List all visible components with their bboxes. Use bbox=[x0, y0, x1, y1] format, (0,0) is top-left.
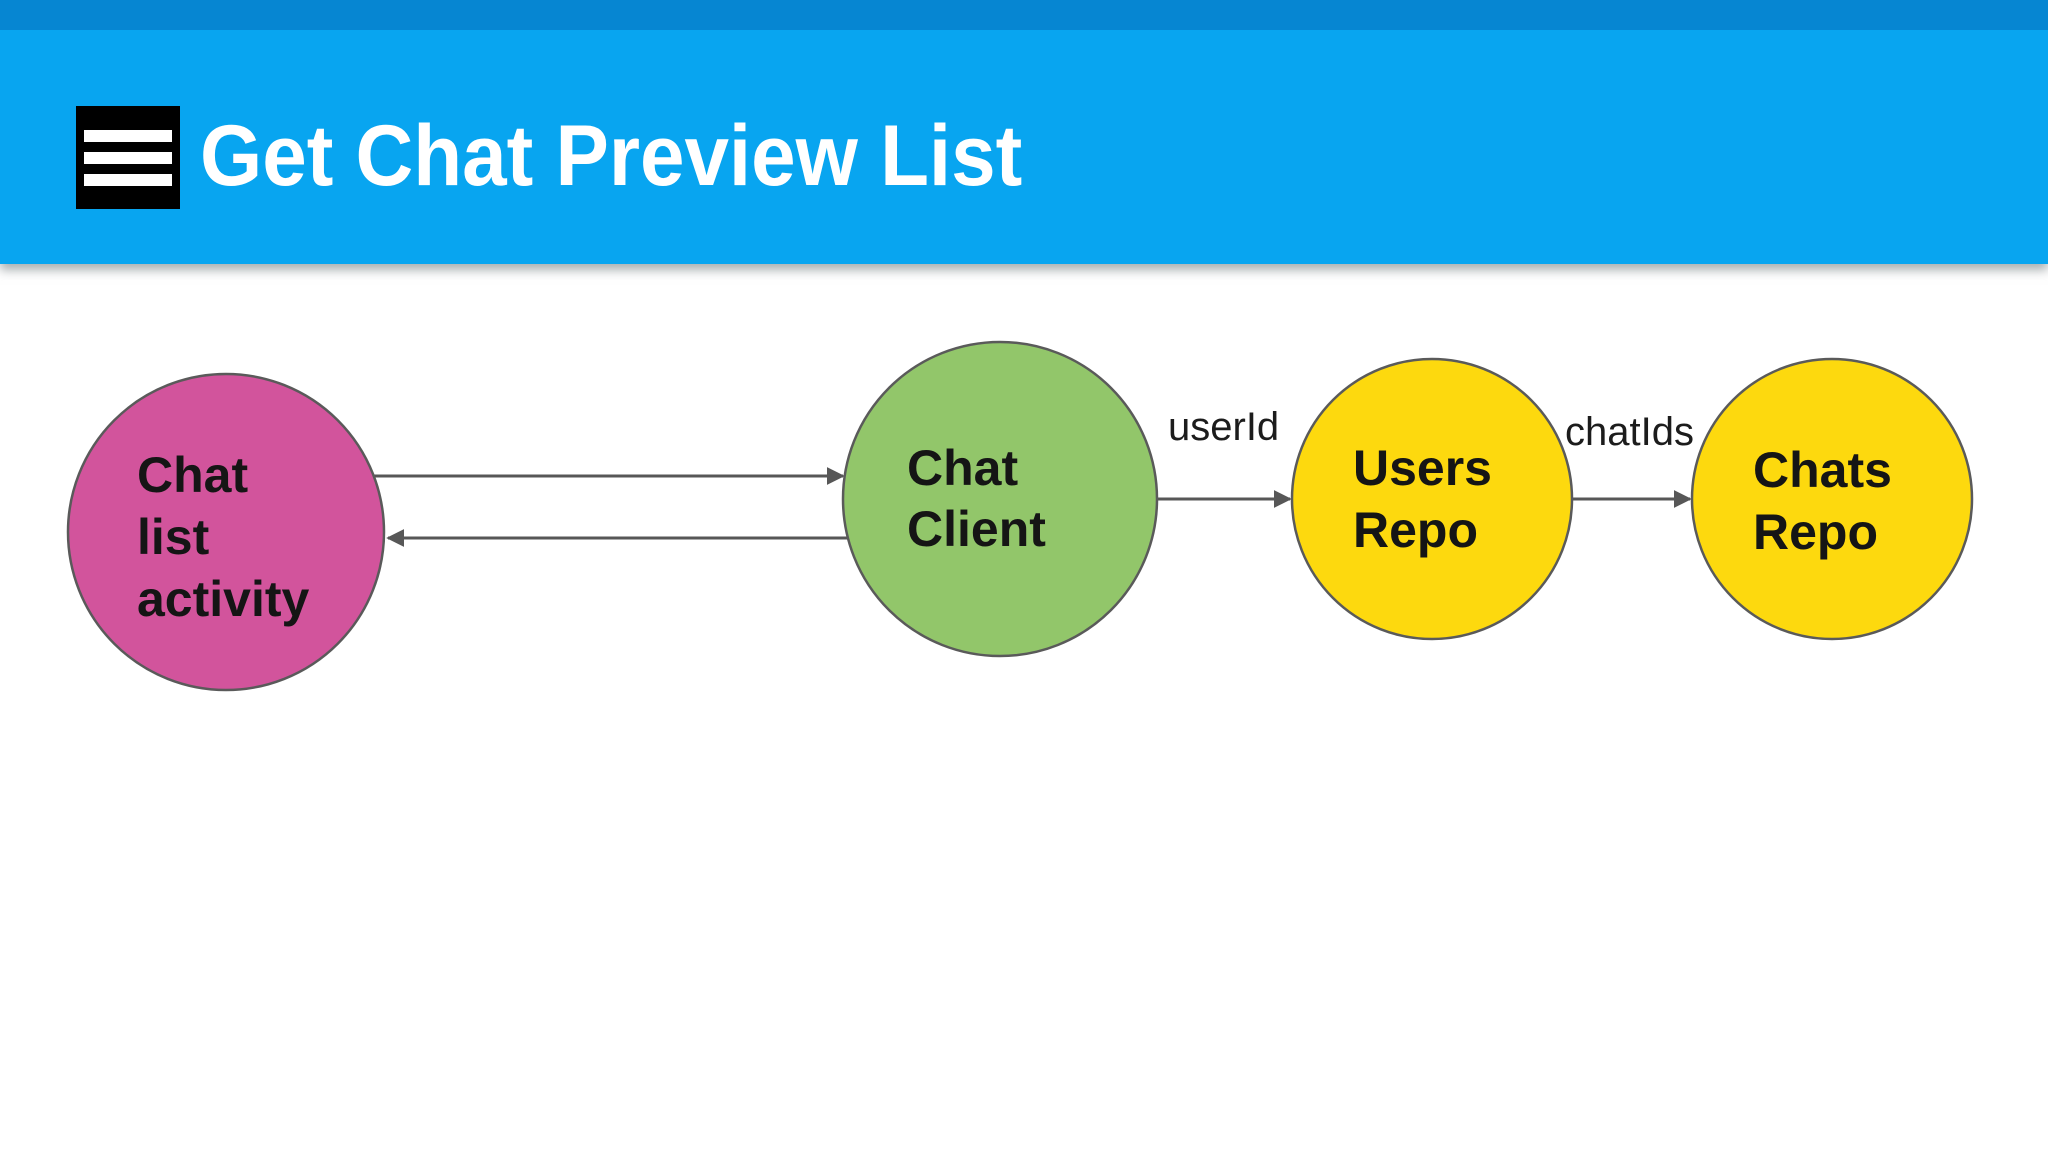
menu-button[interactable] bbox=[76, 106, 180, 209]
edge-label-userid: userId bbox=[1168, 405, 1279, 449]
node-users-repo bbox=[1290, 357, 1574, 641]
app-header: Get Chat Preview List bbox=[0, 0, 2048, 264]
node-chat-client bbox=[841, 340, 1159, 658]
status-bar bbox=[0, 0, 2048, 30]
node-chat-client-label: Chat Client bbox=[907, 440, 1046, 557]
node-chats-repo bbox=[1690, 357, 1974, 641]
node-chats-repo-label: Chats Repo bbox=[1753, 442, 1906, 560]
node-chat-list-activity bbox=[66, 372, 386, 692]
node-chat-list-activity-label: Chat list activity bbox=[137, 447, 310, 627]
edge-label-chatids: chatIds bbox=[1565, 410, 1694, 454]
node-users-repo-label: Users Repo bbox=[1353, 440, 1506, 558]
page-title: Get Chat Preview List bbox=[200, 108, 1023, 204]
